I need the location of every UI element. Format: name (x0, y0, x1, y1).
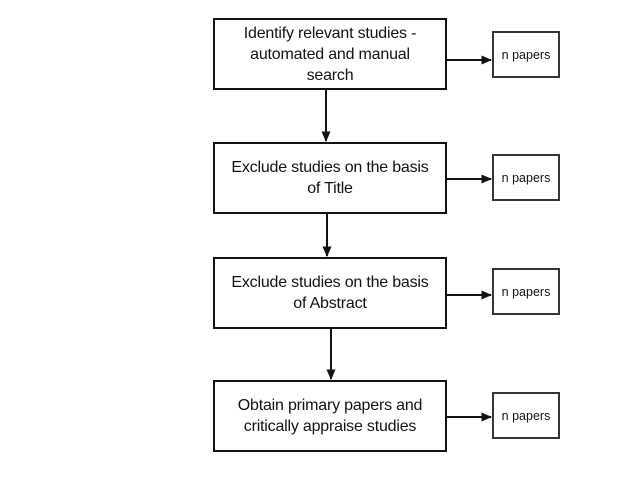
step-label: Obtain primary papers and critically app… (237, 397, 423, 435)
output-box-n-papers-1: n papers (492, 31, 560, 78)
output-label: n papers (501, 284, 551, 299)
output-label: n papers (501, 408, 551, 423)
output-label: n papers (501, 170, 551, 185)
step-box-obtain-appraise: Obtain primary papers and critically app… (213, 380, 447, 452)
step-box-exclude-by-title: Exclude studies on the basis of Title (213, 142, 447, 214)
output-box-n-papers-4: n papers (492, 392, 560, 439)
step-box-exclude-by-abstract: Exclude studies on the basis of Abstract (213, 257, 447, 329)
step-label: Identify relevant studies - automated an… (243, 24, 417, 84)
step-box-identify-studies: Identify relevant studies - automated an… (213, 18, 447, 90)
step-label: Exclude studies on the basis of Title (231, 159, 429, 197)
step-label: Exclude studies on the basis of Abstract (231, 274, 429, 312)
output-box-n-papers-2: n papers (492, 154, 560, 201)
output-box-n-papers-3: n papers (492, 268, 560, 315)
output-label: n papers (501, 47, 551, 62)
